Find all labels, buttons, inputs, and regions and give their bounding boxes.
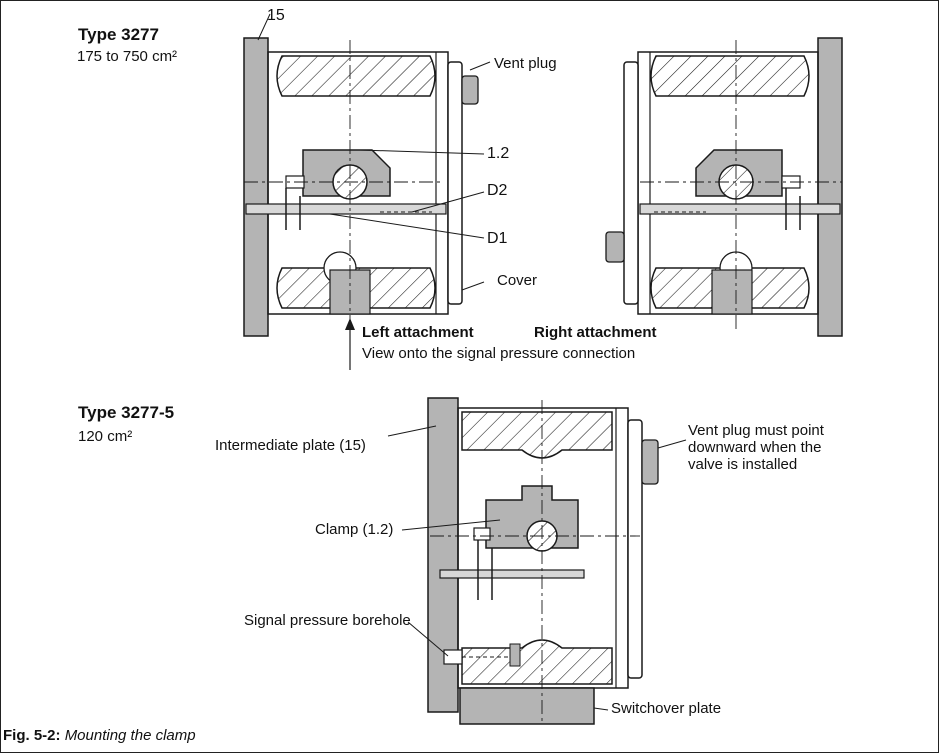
cover-right [623, 61, 639, 305]
d1-label: D1 [487, 230, 508, 247]
vent-plug-left [461, 75, 479, 105]
part-1-2-label: 1.2 [487, 145, 510, 162]
intermediate-plate-right [817, 37, 843, 337]
type-3277-area: 175 to 750 cm² [77, 48, 178, 65]
cover-label: Cover [497, 272, 538, 289]
intermediate-plate-left [243, 37, 269, 337]
figure-caption: Fig. 5-2: Mounting the clamp [3, 727, 196, 744]
caption-text: Mounting the clamp [64, 727, 196, 744]
right-attachment-drawing [605, 37, 843, 337]
cover-left [447, 61, 463, 305]
type-3277-5-drawing [427, 397, 659, 725]
switchover-plate-label: Switchover plate [611, 700, 722, 717]
clamp-label: Clamp (1.2) [315, 521, 394, 538]
d2-label: D2 [487, 182, 508, 199]
vent-plug-right [605, 231, 625, 263]
view-note: View onto the signal pressure connection [362, 345, 636, 362]
right-attachment-label: Right attachment [534, 324, 657, 341]
type-3277-5-area: 120 cm² [78, 428, 133, 445]
vent-plug-bottom [641, 439, 659, 485]
upper-hatch-left [276, 55, 436, 97]
switchover-plate [459, 687, 595, 725]
caption-number: Fig. 5-2: [3, 727, 61, 744]
part-15-label: 15 [267, 7, 285, 24]
left-attachment-label: Left attachment [362, 324, 474, 341]
intermediate-plate-bottom [427, 397, 459, 713]
type-3277-5-title: Type 3277-5 [78, 403, 175, 422]
left-attachment-drawing [243, 37, 479, 370]
vent-plug-label: Vent plug [494, 55, 557, 72]
type-3277-title: Type 3277 [78, 25, 159, 44]
signal-borehole-label: Signal pressure borehole [244, 612, 411, 629]
vent-plug-note: Vent plug must point downward when the v… [688, 422, 824, 473]
intermediate-plate-label: Intermediate plate (15) [215, 437, 366, 454]
